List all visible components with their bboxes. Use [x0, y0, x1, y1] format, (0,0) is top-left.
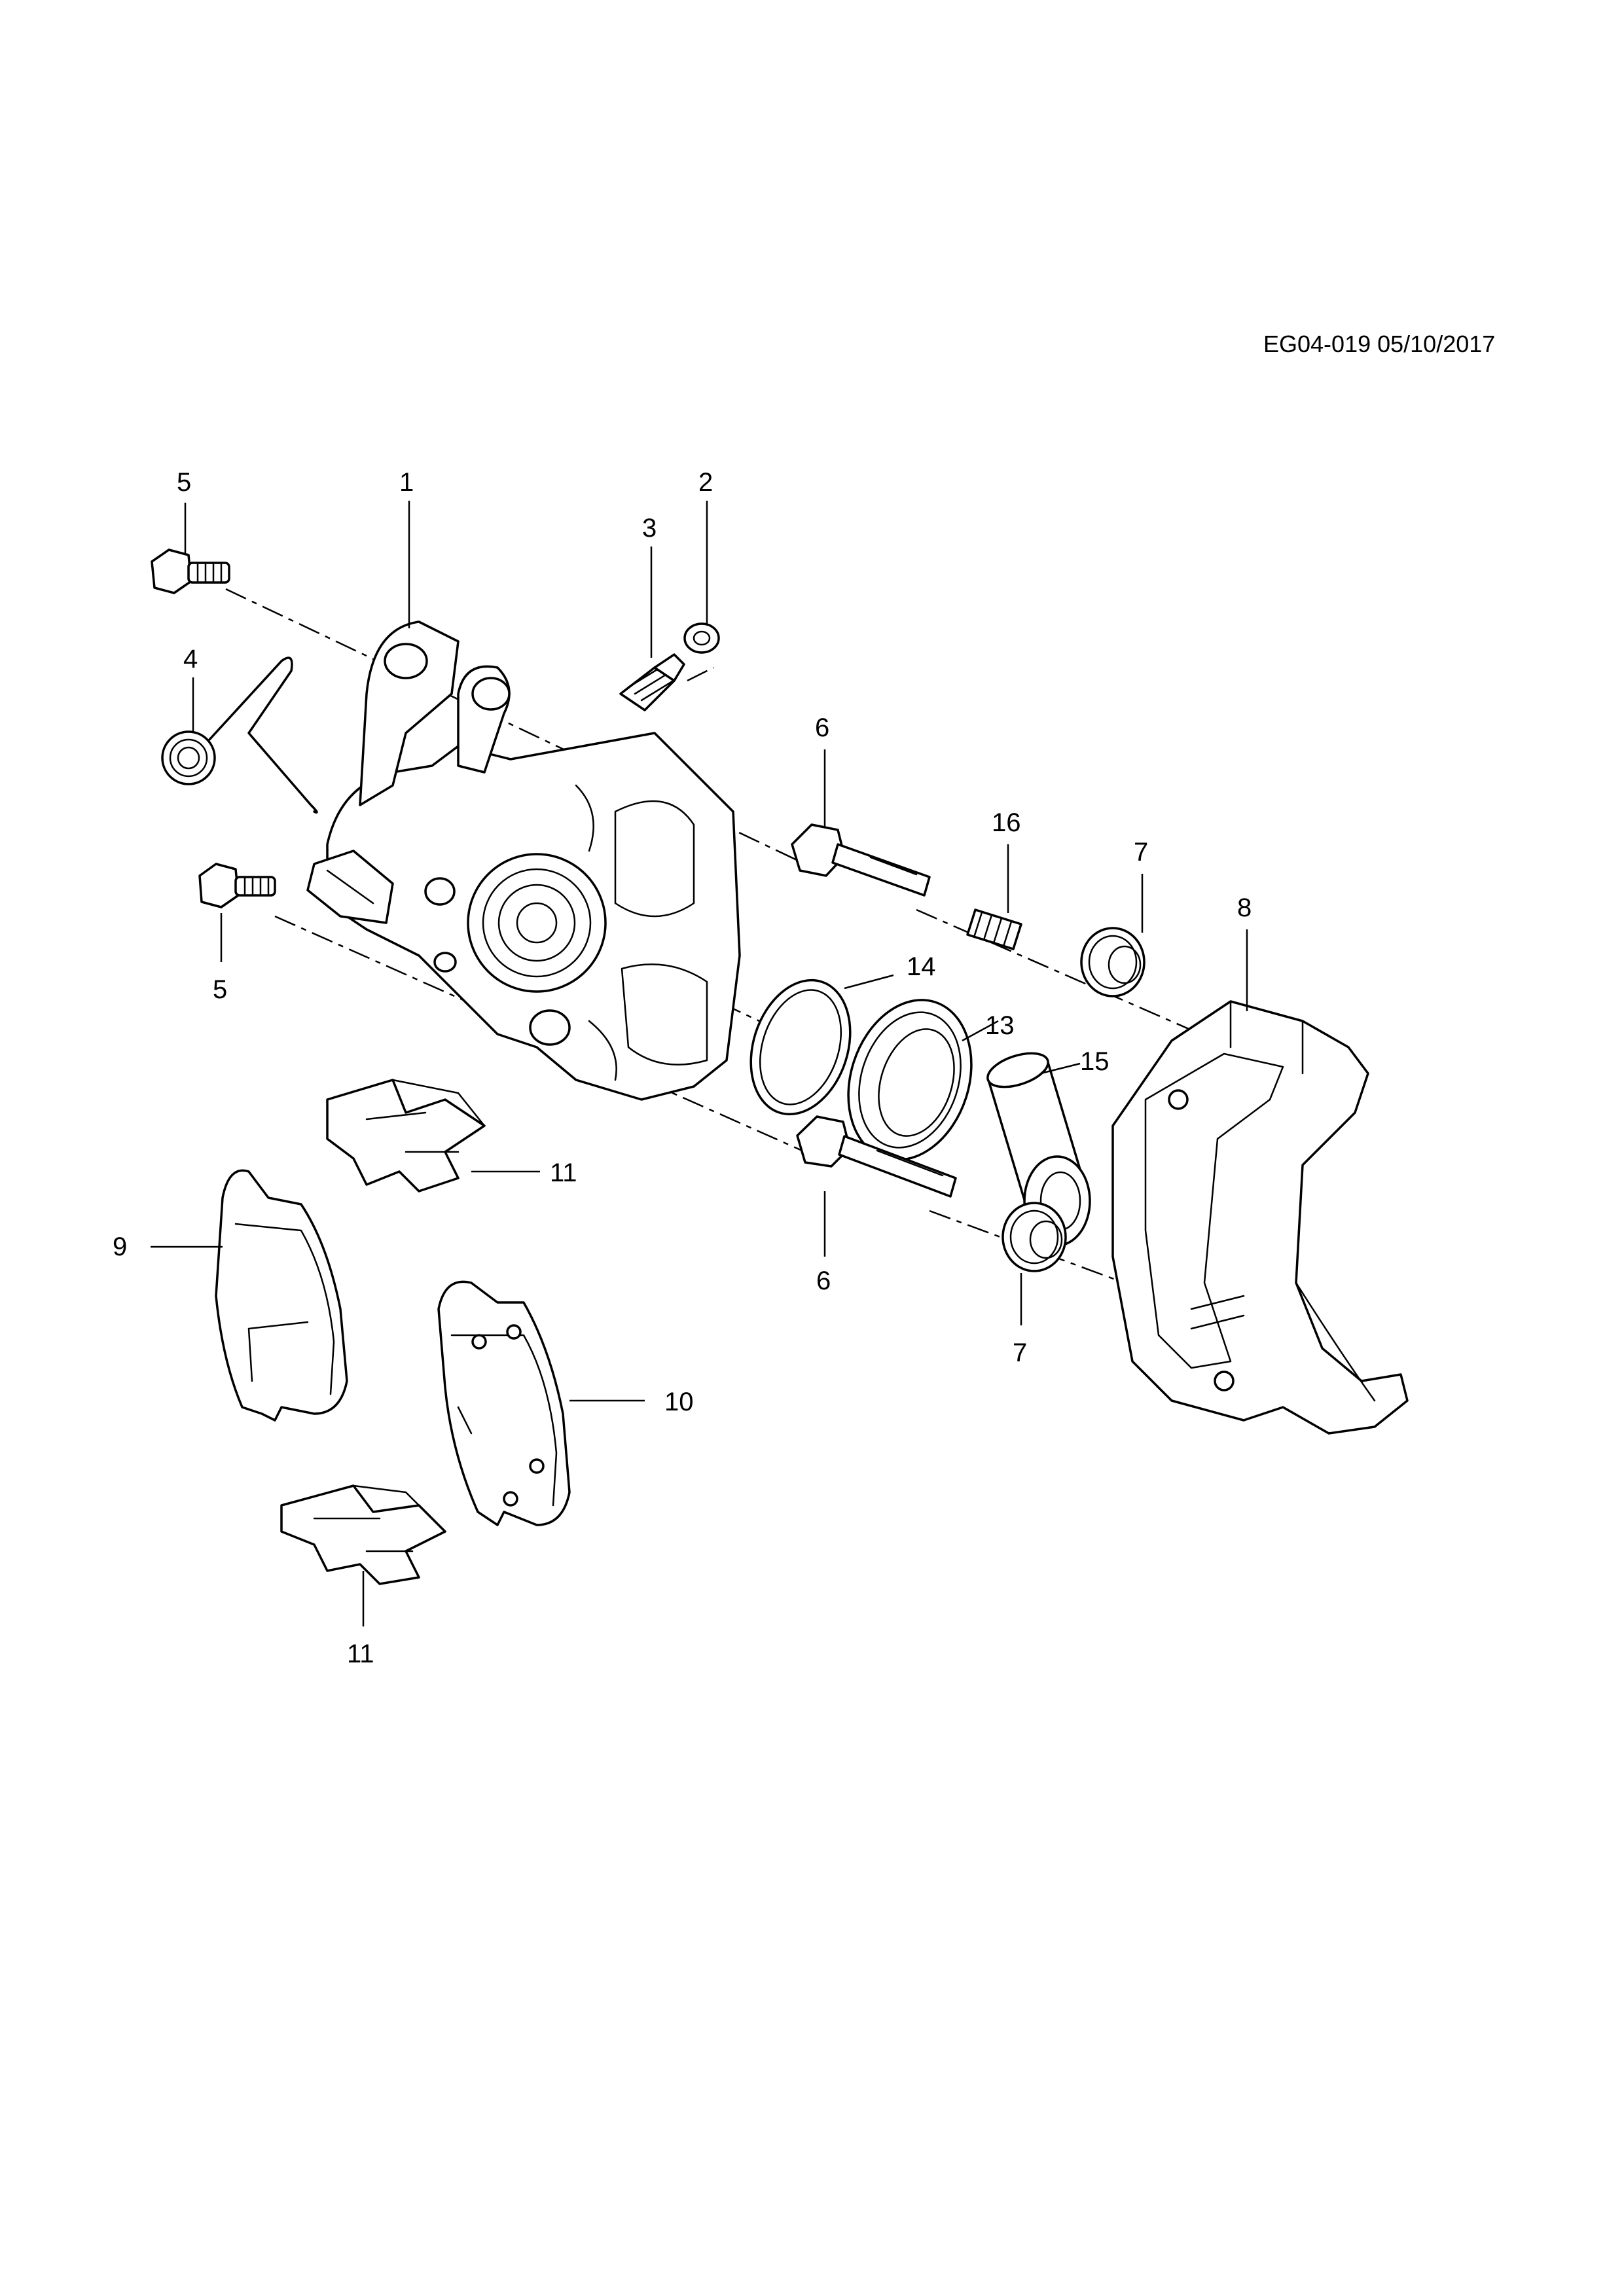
callout-6-lower: 6: [816, 1266, 831, 1295]
caliper-carrier: [1111, 1000, 1409, 1435]
guide-pin-upper: [791, 823, 931, 897]
callout-2: 2: [698, 468, 713, 497]
callout-11-lower: 11: [347, 1640, 374, 1668]
pin-boot-lower: [1001, 1202, 1067, 1272]
callout-7-upper: 7: [1134, 838, 1148, 867]
callout-5-lower: 5: [213, 975, 227, 1004]
callout-16: 16: [992, 808, 1021, 837]
callout-9: 9: [113, 1232, 127, 1261]
callout-1: 1: [399, 468, 414, 497]
callout-13: 13: [985, 1011, 1015, 1040]
pin-boot-upper: [1080, 927, 1146, 997]
piston: [986, 1052, 1091, 1247]
bolt-upper: [151, 548, 230, 594]
callout-8: 8: [1237, 893, 1252, 922]
callout-6-upper: 6: [815, 713, 829, 742]
callout-5-upper: 5: [177, 468, 191, 497]
pin-sleeve: [966, 908, 1022, 950]
brake-pad-inner: [437, 1280, 571, 1526]
callout-4: 4: [183, 645, 198, 673]
brake-pad-outer: [215, 1169, 348, 1422]
pad-clip-upper: [326, 1079, 486, 1193]
return-spring: [161, 656, 318, 814]
guide-pin-lower: [796, 1115, 957, 1198]
callout-15: 15: [1080, 1047, 1110, 1076]
document-code: EG04-019 05/10/2017: [1263, 331, 1496, 357]
callout-10: 10: [664, 1388, 694, 1416]
callout-3: 3: [642, 514, 657, 543]
bleeder-axis: [687, 666, 714, 682]
callout-11-upper: 11: [550, 1158, 577, 1187]
caliper-housing: [306, 620, 741, 1101]
bleeder-screw: [619, 653, 685, 711]
piston-seal: [749, 978, 852, 1116]
pad-clip-lower: [280, 1484, 446, 1585]
leader-lines: [151, 501, 1248, 1626]
callout-14: 14: [907, 952, 936, 981]
bolt-lower: [198, 863, 276, 908]
bleeder-cap: [683, 622, 720, 654]
callout-7-lower: 7: [1013, 1338, 1027, 1367]
callout-labels: 1 2 3 4 5 5 6 6 7 7 8 9 10 11 11 13 14 1…: [113, 468, 1252, 1668]
